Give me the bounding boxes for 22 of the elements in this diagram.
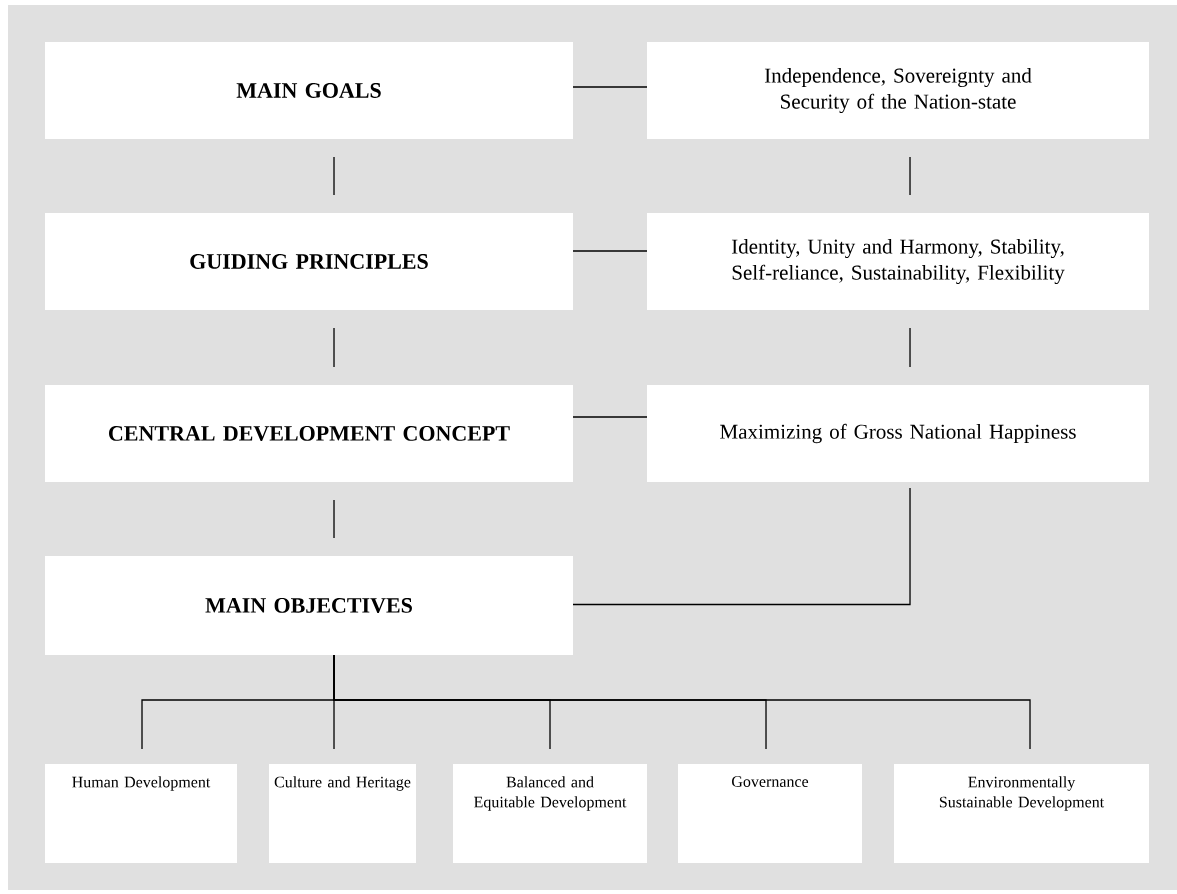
text-box: Independence, Sovereignty and Security of the Nation-state — [647, 42, 1149, 139]
objective-box: Human Development — [45, 764, 237, 863]
heading-box: CENTRAL DEVELOPMENT CONCEPT — [45, 385, 573, 482]
heading-box: MAIN GOALS — [45, 42, 573, 139]
heading-box: GUIDING PRINCIPLES — [45, 213, 573, 310]
connector-line — [333, 156, 335, 196]
connector-line — [572, 416, 648, 418]
connector-line — [909, 327, 911, 368]
objective-box: Balanced and Equitable Development — [453, 764, 647, 863]
connector-line — [572, 250, 648, 252]
text-box: Identity, Unity and Harmony, Stability, Self-reliance, Sustainability, Flexibility — [647, 213, 1149, 310]
objective-box: Culture and Heritage — [269, 764, 416, 863]
connector-line — [572, 86, 648, 88]
heading-box: MAIN OBJECTIVES — [45, 556, 573, 655]
connector-line — [333, 499, 335, 539]
connector-line — [333, 327, 335, 368]
connector-line — [909, 156, 911, 196]
objective-box: Governance — [678, 764, 862, 863]
connector-line — [333, 654, 1031, 750]
text-box: Maximizing of Gross National Happiness — [647, 385, 1149, 482]
objective-box: Environmentally Sustainable Development — [894, 764, 1149, 863]
connector-line — [572, 487, 911, 606]
